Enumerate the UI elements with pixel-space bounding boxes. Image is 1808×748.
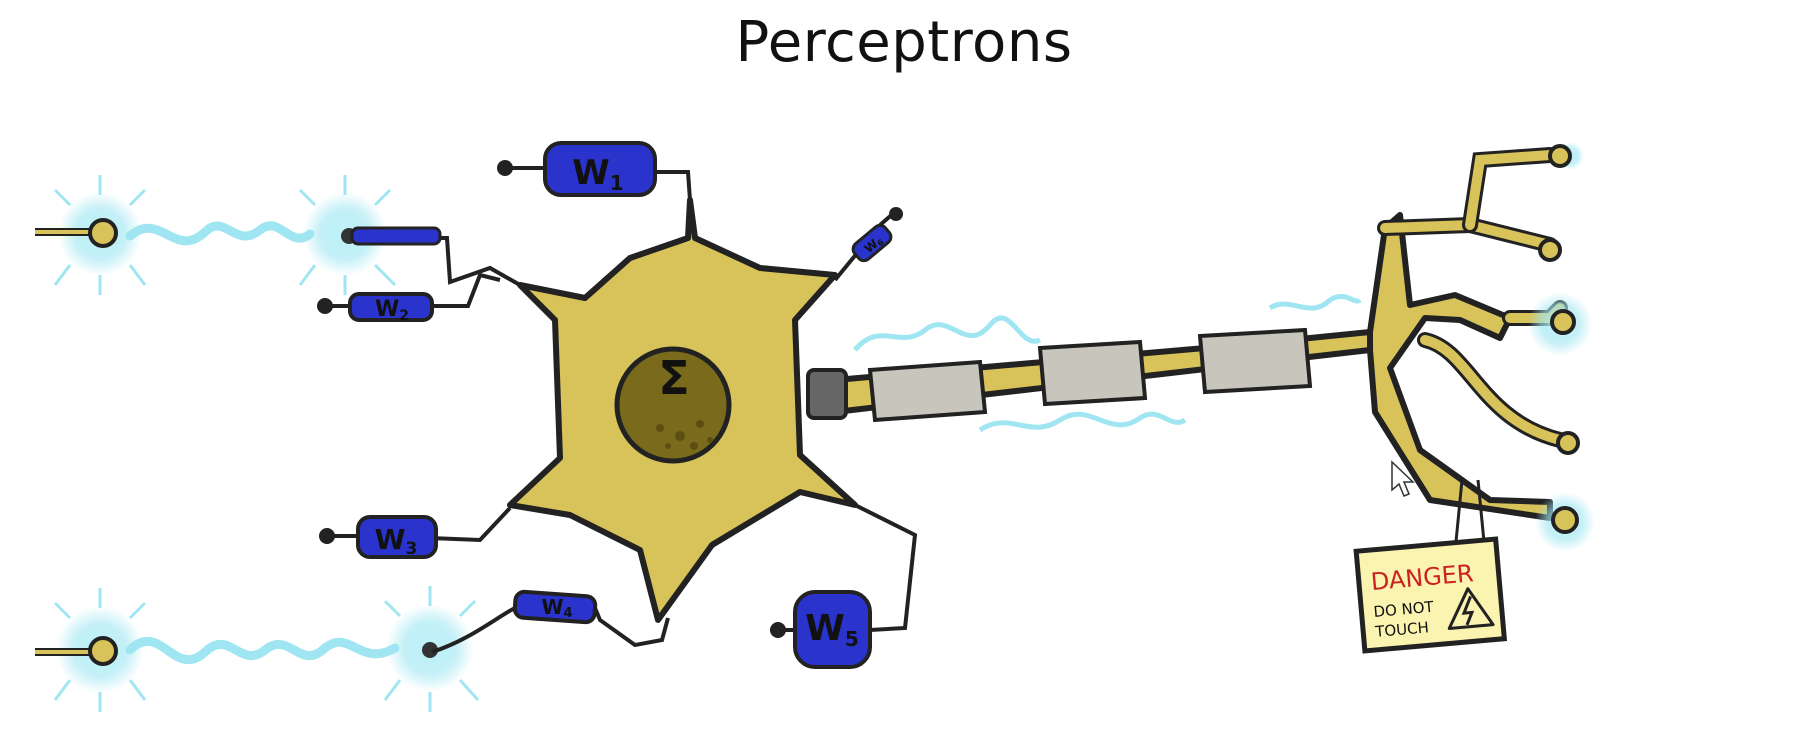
weight-subscript: 5 [845, 627, 859, 651]
weight-battery-top-input [350, 226, 442, 246]
weight-label: W [375, 523, 406, 556]
weight-subscript: 3 [406, 539, 418, 559]
myelin-sheath [1197, 327, 1313, 395]
weight-battery-5: W5 [770, 590, 872, 669]
weight-subscript: 2 [399, 308, 409, 324]
axon-terminals [1367, 142, 1595, 552]
weight-subscript: 6 [876, 237, 886, 248]
axon [806, 293, 1373, 433]
weight-subscript: 1 [610, 171, 624, 195]
svg-text:W5: W5 [805, 608, 859, 651]
myelin-sheath [1037, 339, 1148, 407]
input-signal-bottom [35, 586, 480, 712]
weight-label: W [805, 608, 845, 649]
svg-text:W1: W1 [572, 153, 623, 195]
weight-wires [429, 170, 918, 648]
weight-label: W [572, 153, 610, 193]
danger-sign: DANGER DO NOT TOUCH [1353, 479, 1508, 654]
slide-title: Perceptrons [735, 10, 1073, 75]
svg-text:W3: W3 [375, 523, 418, 559]
high-voltage-icon [1447, 587, 1495, 630]
sum-symbol: Σ [658, 351, 689, 405]
myelin-sheath [867, 359, 988, 423]
weight-battery-6: W6 [851, 207, 903, 263]
cell-body: Σ [507, 197, 858, 623]
weight-battery-2: W2 [317, 292, 434, 324]
weight-battery-4: W4 [431, 589, 598, 654]
svg-text:W2: W2 [375, 297, 409, 324]
svg-text:W6: W6 [862, 233, 886, 257]
weight-subscript: 4 [564, 606, 573, 621]
svg-text:W4: W4 [541, 595, 572, 621]
nucleus [614, 346, 732, 464]
weight-label: W [375, 297, 399, 322]
weight-label: W [541, 595, 563, 619]
danger-line-2: TOUCH [1373, 618, 1429, 641]
input-signal-top [35, 175, 397, 295]
weight-battery-3: W3 [319, 515, 438, 559]
weight-battery-1: W1 [497, 141, 657, 197]
mouse-cursor [1391, 460, 1415, 497]
danger-line-1: DO NOT [1373, 598, 1435, 621]
